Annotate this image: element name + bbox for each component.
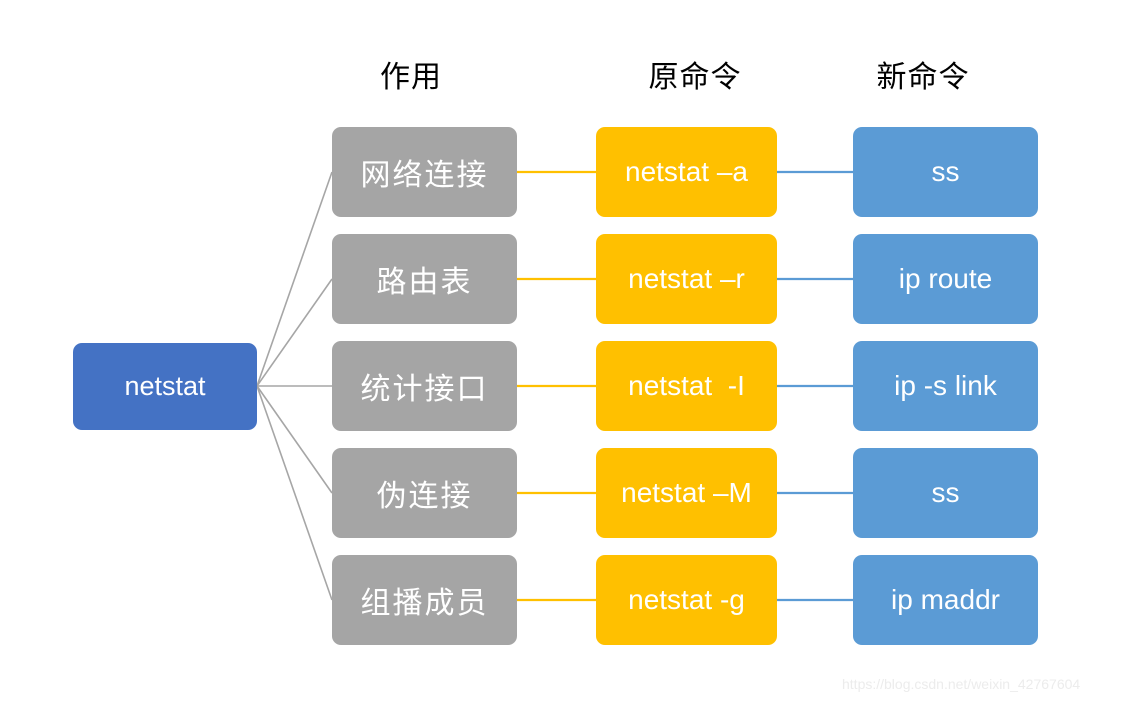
old-command-node-3[interactable]: netstat -I (596, 341, 777, 431)
function-node-4[interactable]: 伪连接 (332, 448, 517, 538)
old-command-node-5[interactable]: netstat -g (596, 555, 777, 645)
root-node-netstat[interactable]: netstat (73, 343, 257, 430)
old-command-node-2[interactable]: netstat –r (596, 234, 777, 324)
old-command-node-1[interactable]: netstat –a (596, 127, 777, 217)
tree-branch-lines (256, 171, 333, 601)
column-header-function: 作用 (380, 61, 442, 94)
column-header-new-command: 新命令 (876, 61, 970, 94)
tree-branch-1 (256, 171, 333, 387)
new-command-node-4[interactable]: ss (853, 448, 1038, 538)
new-command-node-3[interactable]: ip -s link (853, 341, 1038, 431)
tree-branch-4 (256, 385, 333, 494)
old-command-node-4[interactable]: netstat –M (596, 448, 777, 538)
function-node-1[interactable]: 网络连接 (332, 127, 517, 217)
function-node-2[interactable]: 路由表 (332, 234, 517, 324)
tree-branch-5 (256, 385, 333, 601)
new-command-node-1[interactable]: ss (853, 127, 1038, 217)
new-command-node-2[interactable]: ip route (853, 234, 1038, 324)
new-command-lines (777, 170, 853, 602)
function-node-5[interactable]: 组播成员 (332, 555, 517, 645)
watermark-text: https://blog.csdn.net/weixin_42767604 (842, 676, 1081, 692)
function-node-3[interactable]: 统计接口 (332, 341, 517, 431)
old-command-lines (517, 170, 596, 602)
tree-branch-2 (256, 278, 333, 387)
column-header-old-command: 原命令 (648, 61, 742, 94)
new-command-node-5[interactable]: ip maddr (853, 555, 1038, 645)
